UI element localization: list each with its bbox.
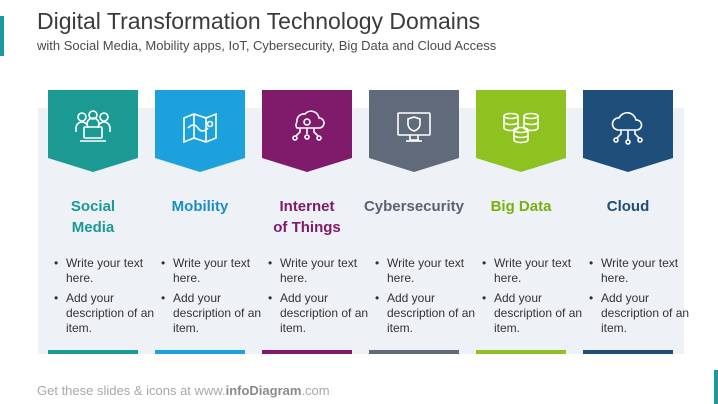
- bullet-item: Add your description of an item.: [268, 291, 378, 336]
- database-stack-icon: [503, 112, 539, 144]
- column-title: Cybersecurity: [349, 196, 479, 217]
- banner: [476, 90, 566, 180]
- footer-brand: infoDiagram: [225, 383, 302, 398]
- bottom-bar: [48, 350, 138, 354]
- bullet-list: Write your text here. Add your descripti…: [375, 256, 485, 341]
- banner: [262, 90, 352, 180]
- bullet-item: Add your description of an item.: [54, 291, 164, 336]
- banner-shape: [48, 90, 138, 172]
- title-line-2: Media: [71, 219, 115, 236]
- column-mobility: Mobility Write your text here. Add your …: [155, 90, 261, 354]
- bullet-item: Add your description of an item.: [375, 291, 485, 336]
- title-line-1: Big Data: [490, 198, 552, 215]
- bullet-list: Write your text here. Add your descripti…: [54, 256, 164, 341]
- column-cloud: Cloud Write your text here. Add your des…: [583, 90, 689, 354]
- bottom-bar: [369, 350, 459, 354]
- bottom-bar: [583, 350, 673, 354]
- left-accent-bar: [0, 16, 4, 56]
- column-cybersecurity: Cybersecurity Write your text here. Add …: [364, 90, 475, 354]
- footer-suffix: .com: [301, 383, 330, 398]
- banner-shape: [476, 90, 566, 172]
- title-line-1: Internet: [279, 198, 335, 215]
- title-line-2: of Things: [273, 219, 341, 236]
- banner: [369, 90, 459, 180]
- bullet-item: Write your text here.: [268, 256, 378, 286]
- page-subtitle: with Social Media, Mobility apps, IoT, C…: [37, 38, 497, 53]
- bottom-bar: [476, 350, 566, 354]
- bullet-item: Add your description of an item.: [589, 291, 699, 336]
- bullet-list: Write your text here. Add your descripti…: [268, 256, 378, 341]
- banner: [583, 90, 673, 180]
- bullet-item: Write your text here.: [589, 256, 699, 286]
- title-line-1: Cloud: [606, 198, 650, 215]
- title-line-1: Cybersecurity: [363, 198, 465, 215]
- bullet-item: Write your text here.: [161, 256, 271, 286]
- column-title: Social Media: [28, 196, 158, 238]
- monitor-shield-icon: [397, 112, 431, 142]
- iot-gear-icon: [292, 110, 325, 141]
- bullet-item: Add your description of an item.: [482, 291, 592, 336]
- bullet-item: Add your description of an item.: [161, 291, 271, 336]
- column-title: Internet of Things: [242, 196, 372, 238]
- cloud-network-icon: [611, 112, 643, 145]
- bullet-item: Write your text here.: [482, 256, 592, 286]
- people-laptop-icon: [75, 110, 111, 142]
- column-internet-of-things: Internet of Things Write your text here.…: [262, 90, 368, 354]
- bullet-item: Write your text here.: [375, 256, 485, 286]
- banner: [155, 90, 245, 180]
- title-line-1: Social: [70, 198, 116, 215]
- title-line-1: Mobility: [171, 198, 229, 215]
- column-big-data: Big Data Write your text here. Add your …: [476, 90, 582, 354]
- bullet-item: Write your text here.: [54, 256, 164, 286]
- column-social-media: Social Media Write your text here. Add y…: [48, 90, 154, 354]
- bullet-list: Write your text here. Add your descripti…: [161, 256, 271, 341]
- banner: [48, 90, 138, 180]
- column-title: Mobility: [135, 196, 265, 217]
- bullet-list: Write your text here. Add your descripti…: [589, 256, 699, 341]
- column-title: Cloud: [563, 196, 693, 217]
- footer-credit[interactable]: Get these slides & icons at www.infoDiag…: [37, 383, 330, 398]
- bottom-bar: [155, 350, 245, 354]
- bottom-bar: [262, 350, 352, 354]
- footer-prefix: Get these slides & icons at www.: [37, 383, 226, 398]
- page-title: Digital Transformation Technology Domain…: [37, 8, 481, 34]
- bullet-list: Write your text here. Add your descripti…: [482, 256, 592, 341]
- map-icon: [183, 112, 217, 144]
- column-title: Big Data: [456, 196, 586, 217]
- right-accent-bar: [714, 370, 718, 404]
